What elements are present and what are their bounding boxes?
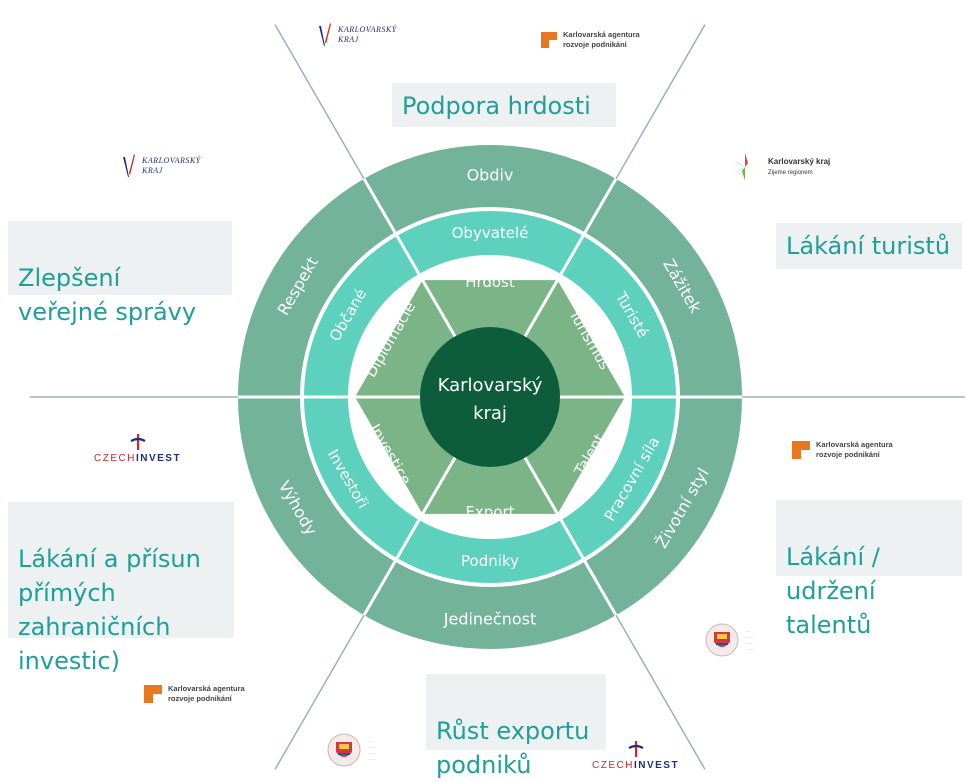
goal-export-growth: Růst exportu podniků xyxy=(426,674,606,779)
logo-kraj-text-left: KARLOVARSKÝ KRAJ xyxy=(142,156,201,175)
middle-ring-label: Podniky xyxy=(461,552,519,570)
region-crest-icon xyxy=(327,733,361,767)
tourism-flower-icon xyxy=(733,153,757,181)
logo-tourism: Karlovarský kraj Zijeme regionem xyxy=(728,150,830,184)
outer-ring-label: Obdiv xyxy=(467,166,514,185)
goal-support-pride: Podpora hrdosti xyxy=(392,83,616,127)
logo-czechinvest-bottom: CZECHINVEST xyxy=(592,740,679,771)
logo-region-crest-bottom: --- ------ ----- ------ xyxy=(326,732,408,768)
goal-attract-talent-text: Lákání / udržení talentů xyxy=(786,543,880,639)
kkarp-square-icon xyxy=(792,441,810,459)
kkarp-square-icon xyxy=(541,32,557,48)
logo-kkarp-text-bottom: Karlovarská agentura rozvoje podnikání xyxy=(168,684,245,703)
goal-public-admin: Zlepšení veřejné správy xyxy=(8,221,232,326)
kkarp-square-icon xyxy=(144,685,162,703)
logo-czechinvest-text-left: CZECHINVEST xyxy=(94,453,182,464)
logo-kkarp-text-right: Karlovarská agentura rozvoje podnikání xyxy=(816,440,893,459)
inner-ring-label: Hrdost xyxy=(465,273,515,291)
logo-region-crest-right: --- ------ ----- ------ xyxy=(704,622,786,658)
region-crest-icon xyxy=(705,623,739,657)
inner-ring-label: Export xyxy=(465,503,514,521)
goal-attract-talent: Lákání / udržení talentů xyxy=(776,500,962,639)
czechinvest-cross-icon xyxy=(129,434,146,450)
outer-ring-label: Jedinečnost xyxy=(443,610,536,629)
region-crest-caption: --- ------ ----- ------ xyxy=(368,738,376,761)
logo-tourism-text: Karlovarský kraj Zijeme regionem xyxy=(768,156,831,176)
goal-public-admin-text: Zlepšení veřejné správy xyxy=(18,264,197,326)
logo-kkarp-top: Karlovarská agentura rozvoje podnikání xyxy=(541,30,640,50)
center-label-line1: Karlovarský xyxy=(438,375,543,396)
region-crest-caption: --- ------ ----- ------ xyxy=(746,628,754,651)
goal-export-growth-text: Růst exportu podniků xyxy=(436,717,590,779)
logo-kraj-text-top: KARLOVARSKÝ KRAJ xyxy=(338,25,397,44)
goal-attract-tourists: Lákání turistů xyxy=(776,223,962,269)
center-circle xyxy=(420,327,560,467)
logo-kkarp-bottom: Karlovarská agentura rozvoje podnikání xyxy=(144,684,245,704)
logo-czechinvest-left: CZECHINVEST xyxy=(94,433,181,464)
middle-ring-label: Obyvatelé xyxy=(452,224,529,242)
logo-kkarp-right: Karlovarská agentura rozvoje podnikání xyxy=(792,440,893,460)
kraj-emblem-icon xyxy=(319,23,331,46)
logo-karlovarsky-kraj-top: KARLOVARSKÝ KRAJ xyxy=(318,22,397,48)
goal-attract-investment-text: Lákání a přísun přímých zahraničních inv… xyxy=(18,545,201,675)
logo-karlovarsky-kraj-left: KARLOVARSKÝ KRAJ xyxy=(122,153,201,179)
kraj-emblem-icon xyxy=(123,154,135,177)
center-label-line2: kraj xyxy=(473,403,507,424)
goal-attract-investment: Lákání a přísun přímých zahraničních inv… xyxy=(8,502,234,675)
logo-kkarp-text-top: Karlovarská agentura rozvoje podnikání xyxy=(563,30,640,49)
sector-separator xyxy=(362,448,462,616)
goal-support-pride-text: Podpora hrdosti xyxy=(402,92,591,120)
czechinvest-cross-icon xyxy=(627,741,644,757)
goal-attract-tourists-text: Lákání turistů xyxy=(786,232,951,260)
sector-separator xyxy=(362,178,462,346)
sector-separator xyxy=(518,178,618,346)
sector-separator xyxy=(518,448,618,616)
logo-czechinvest-text-bottom: CZECHINVEST xyxy=(592,760,680,771)
